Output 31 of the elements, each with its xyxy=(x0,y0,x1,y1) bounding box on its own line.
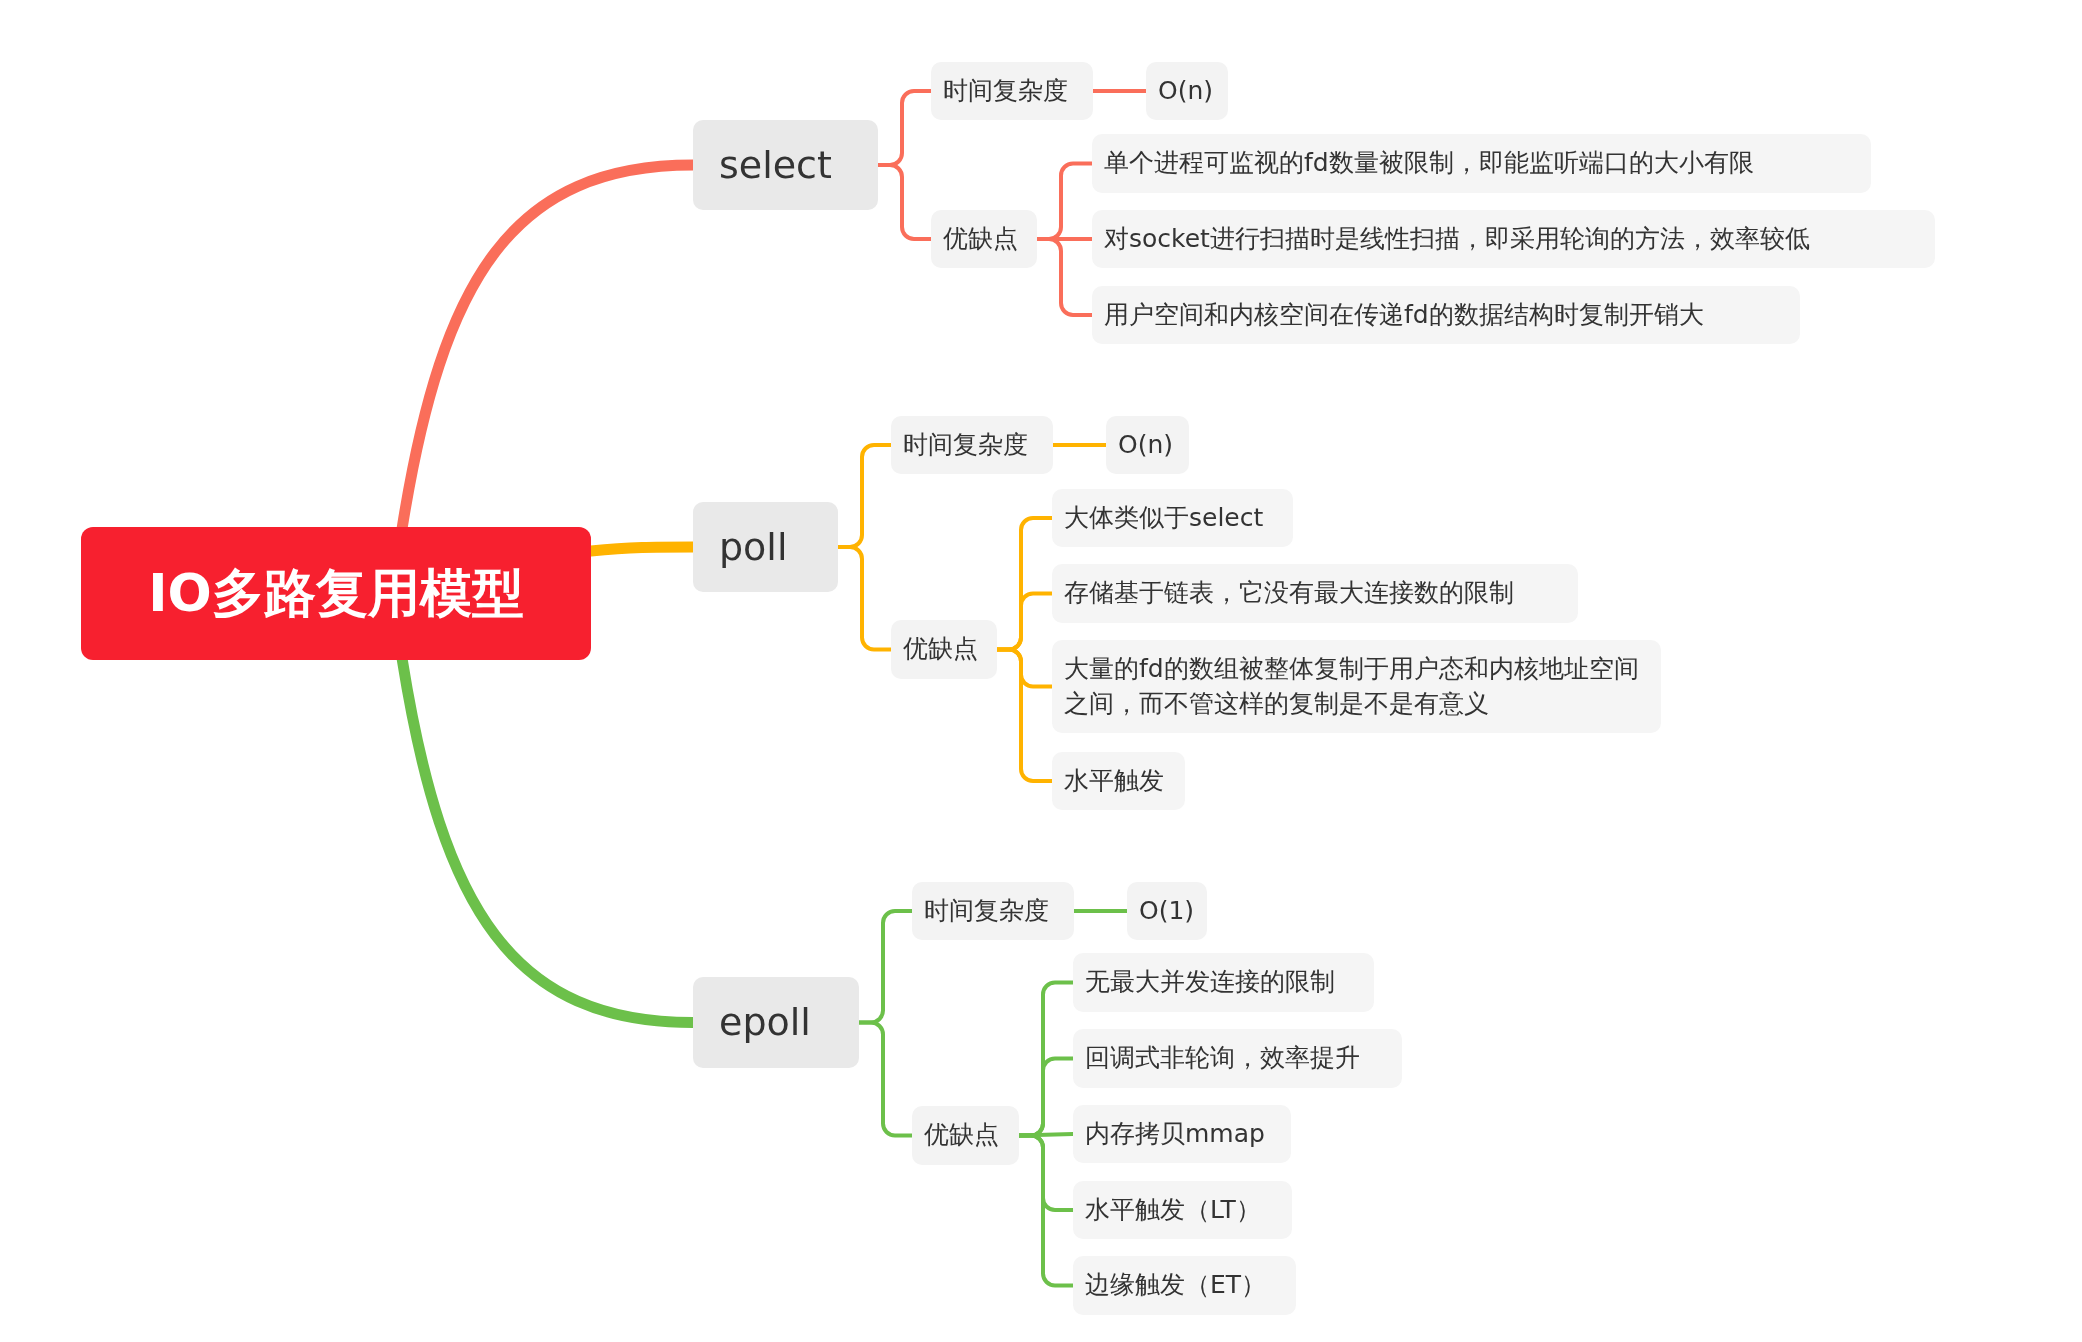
leaf-topic-box: 单个进程可监视的fd数量被限制，即能监听端口的大小有限 xyxy=(1092,134,1871,193)
subtopic-box: 优缺点 xyxy=(891,620,997,679)
leaf-topic-box: 大体类似于select xyxy=(1052,489,1293,547)
connector-line xyxy=(995,647,1054,783)
subtopic-box: O(n) xyxy=(1106,416,1189,474)
leaf-topic-box: 水平触发（LT） xyxy=(1073,1181,1292,1239)
leaf-topic-box: 水平触发 xyxy=(1052,752,1185,810)
root-topic-box: IO多路复用模型 xyxy=(81,527,591,660)
connector-line xyxy=(1051,443,1108,447)
subtopic-box: O(n) xyxy=(1146,62,1228,120)
subtopic-box: 时间复杂度 xyxy=(931,62,1093,120)
leaf-topic-box: 用户空间和内核空间在传递fd的数据结构时复制开销大 xyxy=(1092,286,1800,344)
branch-topic-box: select xyxy=(693,120,878,210)
subtopic-box: 优缺点 xyxy=(912,1106,1019,1165)
subtopic-box: O(1) xyxy=(1127,882,1207,940)
branch-topic-box: poll xyxy=(693,502,838,592)
leaf-topic-box: 回调式非轮询，效率提升 xyxy=(1073,1029,1402,1088)
leaf-topic-box: 对socket进行扫描时是线性扫描，即采用轮询的方法，效率较低 xyxy=(1092,210,1935,268)
branch-topic-box: epoll xyxy=(693,977,859,1068)
subtopic-box: 时间复杂度 xyxy=(891,416,1053,474)
connector-line xyxy=(857,1020,914,1138)
subtopic-box: 优缺点 xyxy=(931,210,1037,268)
leaf-topic-box: 存储基于链表，它没有最大连接数的限制 xyxy=(1052,564,1578,623)
subtopic-box: 时间复杂度 xyxy=(912,882,1074,940)
leaf-topic-box: 无最大并发连接的限制 xyxy=(1073,953,1374,1012)
connector-line xyxy=(1091,89,1148,93)
leaf-topic-box: 大量的fd的数组被整体复制于用户态和内核地址空间之间，而不管这样的复制是不是有意义 xyxy=(1052,640,1661,733)
leaf-topic-box: 内存拷贝mmap xyxy=(1073,1105,1291,1163)
connector-line xyxy=(1017,1132,1075,1138)
connector-line xyxy=(1072,909,1129,913)
leaf-topic-box: 边缘触发（ET） xyxy=(1073,1256,1296,1315)
